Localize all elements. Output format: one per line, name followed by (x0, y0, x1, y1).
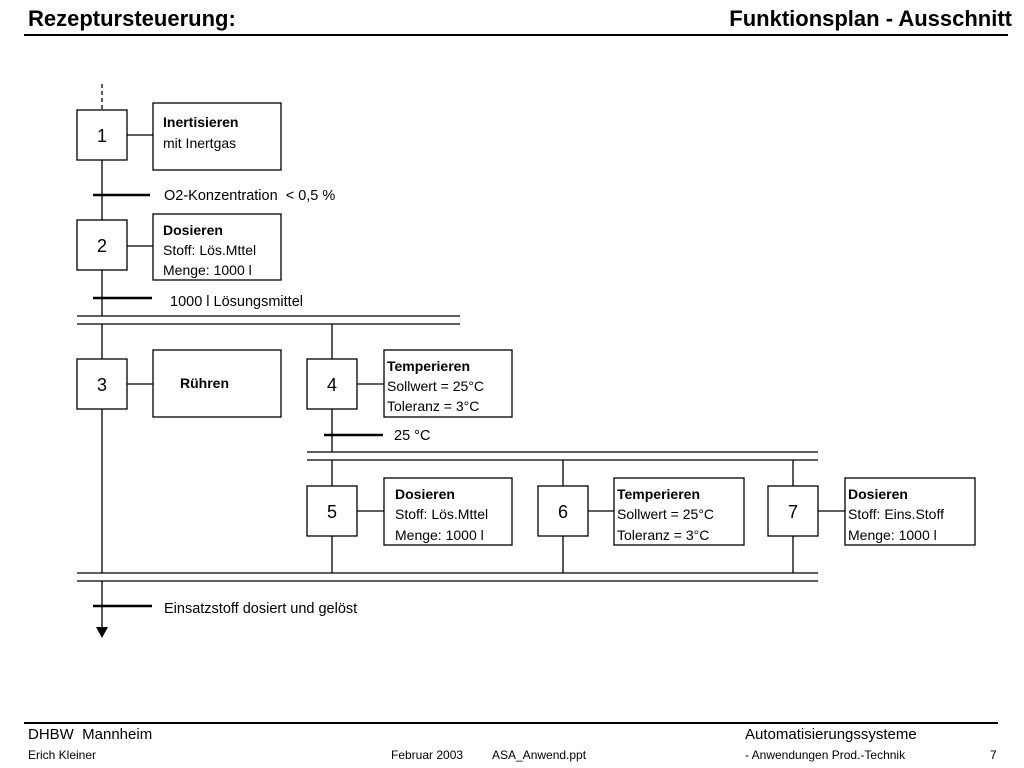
page-number: 7 (990, 748, 997, 762)
footer-subtitle: - Anwendungen Prod.-Technik (745, 748, 906, 762)
step-2-action-title: Dosieren (163, 222, 223, 238)
step-5-action-box (383, 477, 513, 546)
step-4-action-title: Temperieren (387, 358, 470, 374)
step-4-action-box (383, 349, 513, 418)
footer-rule (24, 722, 998, 724)
step-6-action-title: Temperieren (617, 486, 700, 502)
step-3-action-box (152, 349, 282, 418)
step-7-action-box (844, 477, 976, 546)
step-2-box (76, 219, 128, 271)
step-4-action-line: Toleranz = 3°C (387, 398, 479, 414)
step-6-number: 6 (558, 502, 568, 522)
step-6-action-box (613, 477, 745, 546)
step-7-action-line: Stoff: Eins.Stoff (848, 506, 944, 522)
step-5-number: 5 (327, 502, 337, 522)
step-7-action-title: Dosieren (848, 486, 908, 502)
step-1-action-title: Inertisieren (163, 114, 238, 130)
step-5-action-line: Menge: 1000 l (395, 527, 484, 543)
step-1-number: 1 (97, 126, 107, 146)
step-4-number: 4 (327, 375, 337, 395)
footer-file: ASA_Anwend.ppt (492, 748, 587, 762)
step-2-action-line: Stoff: Lös.Mttel (163, 242, 256, 258)
page-subtitle: Funktionsplan - Ausschnitt (729, 6, 1012, 31)
arrow-down-icon (96, 627, 108, 638)
transition-1-condition: O2-Konzentration < 0,5 % (164, 188, 335, 204)
header-rule (24, 34, 1008, 36)
step-7-action-line: Menge: 1000 l (848, 527, 937, 543)
step-5-action-line: Stoff: Lös.Mttel (395, 506, 488, 522)
step-3-action-title: Rühren (180, 375, 229, 391)
step-7-number: 7 (788, 502, 798, 522)
transition-2-condition: 1000 l Lösungsmittel (170, 294, 303, 310)
step-5-action-title: Dosieren (395, 486, 455, 502)
step-6-action-line: Toleranz = 3°C (617, 527, 709, 543)
step-2-action-line: Menge: 1000 l (163, 262, 252, 278)
step-3-number: 3 (97, 375, 107, 395)
step-2-number: 2 (97, 236, 107, 256)
transition-4-condition: Einsatzstoff dosiert und gelöst (164, 601, 357, 617)
footer-org: DHBW Mannheim (28, 726, 153, 743)
step-1-action-box (152, 102, 282, 171)
footer-author: Erich Kleiner (28, 748, 97, 762)
footer-date: Februar 2003 (391, 748, 464, 762)
step-1-action-line: mit Inertgas (163, 135, 236, 151)
step-2-action-box (152, 213, 282, 281)
step-4-action-line: Sollwert = 25°C (387, 378, 484, 394)
step-6-action-line: Sollwert = 25°C (617, 506, 714, 522)
page-title: Rezeptursteuerung: (28, 6, 236, 31)
footer-course: Automatisierungssysteme (745, 726, 917, 743)
transition-3-condition: 25 °C (394, 428, 430, 444)
